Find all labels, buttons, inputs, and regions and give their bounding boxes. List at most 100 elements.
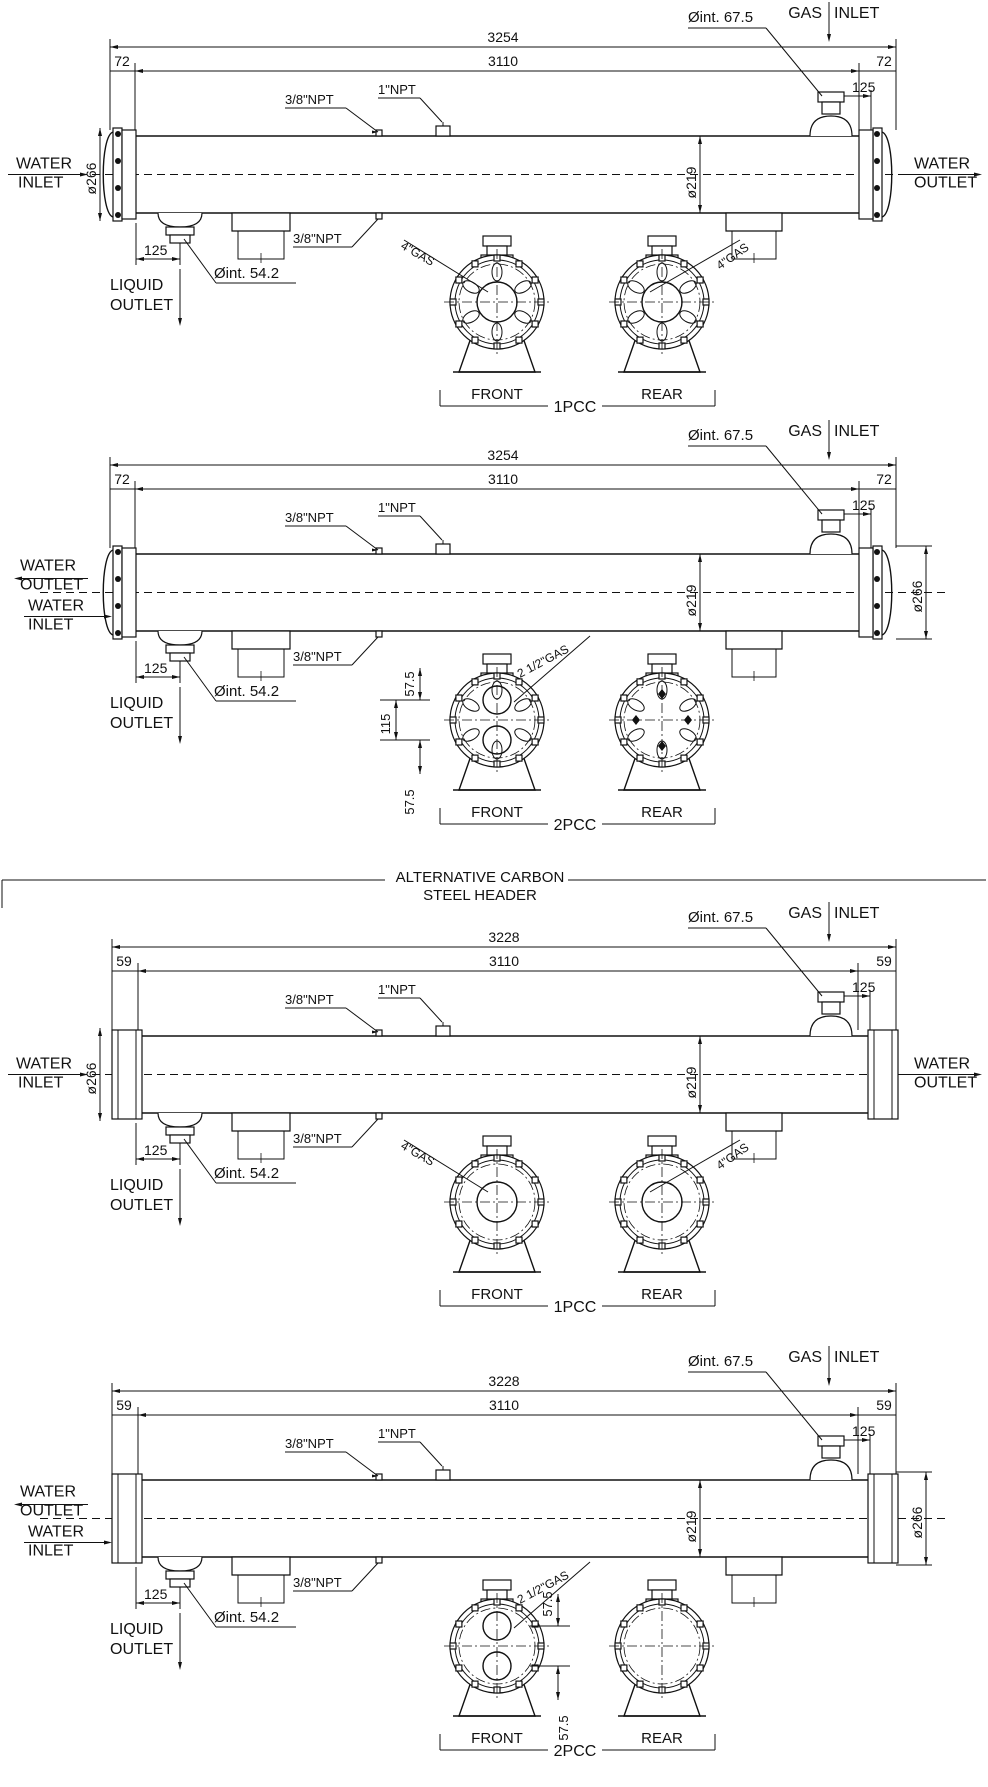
label-front: FRONT <box>471 804 523 821</box>
dim-shell-diameter: ø219 <box>683 1066 699 1098</box>
label-water-inlet-bottom: INLET <box>18 1075 64 1092</box>
dim-tube-length: 3110 <box>489 1397 519 1413</box>
supports <box>231 212 783 265</box>
label-liquid-outlet-diameter: Øint. 54.2 <box>214 1165 279 1182</box>
label-npt-large: 1"NPT <box>378 500 416 515</box>
dim-header-diameter: ø266 <box>909 1506 925 1538</box>
label-water-outlet-top: WATER <box>20 558 76 575</box>
label-inlet: INLET <box>834 423 880 440</box>
label-npt-small-top: 3/8"NPT <box>285 992 334 1007</box>
dim-right-end: 59 <box>876 1397 892 1413</box>
dim-liquid-offset: 125 <box>144 242 168 258</box>
dim-right-end: 72 <box>876 471 892 487</box>
label-liquid-outlet-diameter: Øint. 54.2 <box>214 1609 279 1626</box>
dim-gas-offset: 125 <box>852 79 876 95</box>
label-water-inlet-bottom: INLET <box>28 617 74 634</box>
dim-overall-length: 3254 <box>487 29 518 45</box>
label-npt-large: 1"NPT <box>378 982 416 997</box>
headers <box>111 1473 899 1564</box>
rear-end-view <box>609 1579 715 1717</box>
label-npt-small-top: 3/8"NPT <box>285 92 334 107</box>
label-water-inlet-top: WATER <box>16 1056 72 1073</box>
label-gas-inlet-diameter: Øint. 67.5 <box>688 1353 753 1370</box>
label-rear: REAR <box>641 386 683 403</box>
dim-header-diameter: ø266 <box>83 162 99 194</box>
label-liquid-outlet-diameter: Øint. 54.2 <box>214 265 279 282</box>
dim-tube-length: 3110 <box>488 53 518 69</box>
dim-left-end: 59 <box>116 1397 132 1413</box>
dim-header-diameter: ø266 <box>909 580 925 612</box>
label-water-inlet-bottom: INLET <box>18 175 64 192</box>
label-rear: REAR <box>641 1286 683 1303</box>
dim-shell-diameter: ø219 <box>683 166 699 198</box>
label-front-connection: 4"GAS <box>399 238 437 268</box>
dim-shell-diameter: ø219 <box>683 1510 699 1542</box>
label-gas: GAS <box>788 5 822 22</box>
front-end-view <box>444 1135 550 1273</box>
label-npt-small-top: 3/8"NPT <box>285 1436 334 1451</box>
label-front: FRONT <box>471 386 523 403</box>
shell-body <box>40 135 950 214</box>
dim-right-end: 72 <box>876 53 892 69</box>
dim-left-end: 59 <box>116 953 132 969</box>
label-water-outlet-top: WATER <box>914 156 970 173</box>
nozzles <box>157 509 853 662</box>
label-liquid-outlet-diameter: Øint. 54.2 <box>214 683 279 700</box>
label-npt-large: 1"NPT <box>378 1426 416 1441</box>
dim-overall-length: 3254 <box>487 447 518 463</box>
dim-shell-diameter: ø219 <box>683 584 699 616</box>
label-rear: REAR <box>641 1730 683 1747</box>
dim-left-end: 72 <box>114 471 130 487</box>
label-liquid: LIQUID <box>110 695 163 712</box>
label-gas-inlet-diameter: Øint. 67.5 <box>688 9 753 26</box>
label-npt-small-bottom: 3/8"NPT <box>293 231 342 246</box>
label-npt-small-top: 3/8"NPT <box>285 510 334 525</box>
label-front-connection: 4"GAS <box>399 1138 437 1168</box>
dim-overall-length: 3228 <box>488 929 519 945</box>
label-npt-large: 1"NPT <box>378 82 416 97</box>
dim-lower-nozzle: 57.5 <box>556 1715 571 1740</box>
dim-tube-length: 3110 <box>489 953 519 969</box>
label-outlet: OUTLET <box>110 1641 173 1658</box>
dim-nozzle-pitch: 115 <box>378 714 393 735</box>
label-water-outlet-bottom: OUTLET <box>20 577 83 594</box>
label-gas: GAS <box>788 905 822 922</box>
label-water-outlet-bottom: OUTLET <box>914 175 977 192</box>
label-npt-small-bottom: 3/8"NPT <box>293 1131 342 1146</box>
section-caption-line-2: STEEL HEADER <box>423 887 537 904</box>
label-water-inlet-top: WATER <box>28 1524 84 1541</box>
dim-liquid-offset: 125 <box>144 1586 168 1602</box>
rear-end-view <box>609 1135 715 1273</box>
shell-body <box>40 1035 950 1114</box>
label-inlet: INLET <box>834 5 880 22</box>
label-rear: REAR <box>641 804 683 821</box>
front-end-view <box>444 235 550 373</box>
supports <box>231 630 783 683</box>
label-outlet: OUTLET <box>110 297 173 314</box>
label-outlet: OUTLET <box>110 715 173 732</box>
headers <box>111 1029 899 1120</box>
label-water-outlet-bottom: OUTLET <box>20 1503 83 1520</box>
headers <box>102 545 893 640</box>
label-front-connection: 2 1/2"GAS <box>515 642 571 681</box>
label-gas-inlet-diameter: Øint. 67.5 <box>688 909 753 926</box>
label-water-outlet-top: WATER <box>914 1056 970 1073</box>
label-pass-config: 1PCC <box>554 1299 597 1316</box>
front-end-view <box>444 653 550 791</box>
nozzles <box>157 991 853 1144</box>
label-water-inlet-top: WATER <box>28 598 84 615</box>
rear-end-view <box>609 653 715 791</box>
dim-header-diameter: ø266 <box>83 1062 99 1094</box>
